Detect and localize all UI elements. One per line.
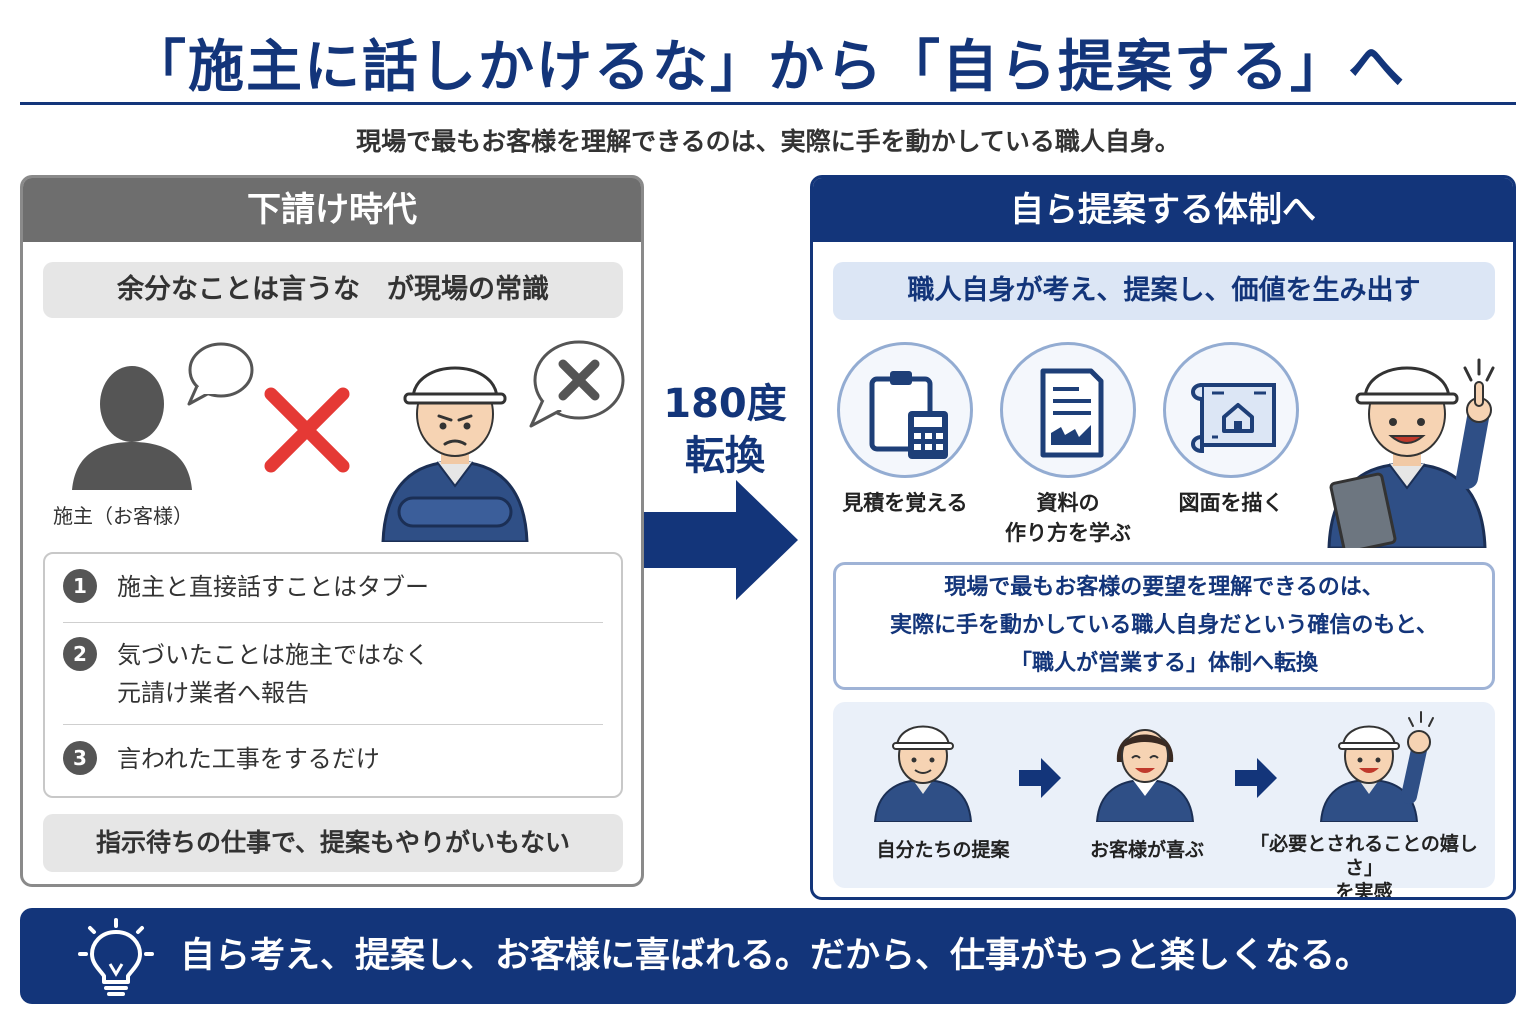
client-silhouette-icon <box>72 366 192 490</box>
flow-label-fulfillment: 「必要とされることの嬉しさ」 を実感 <box>1250 833 1478 900</box>
blueprint-icon <box>1191 383 1276 454</box>
flow-arrow-icon <box>1235 758 1277 798</box>
drawing-skill-circle <box>1163 342 1299 478</box>
waiting-for-orders-banner: 指示待ちの仕事で、提案もやりがいもない <box>43 814 623 872</box>
transition-line-1: 180度 <box>663 381 787 427</box>
number-badge: 1 <box>63 569 97 603</box>
title-underline <box>20 102 1516 105</box>
subcontractor-era-panel: 下請け時代 余分なことは言うな が現場の常識 施主（お客様） 1 <box>20 175 644 887</box>
tagline-banner: 職人自身が考え、提案し、価値を生み出す <box>833 262 1495 320</box>
estimate-skill-circle <box>837 342 973 478</box>
list-item: 2 気づいたことは施主ではなく 元請け業者へ報告 <box>63 636 603 712</box>
conclusion-text: 自ら考え、提案し、お客様に喜ばれる。だから、仕事がもっと楽しくなる。 <box>180 936 1371 976</box>
forbidden-x-icon <box>264 387 350 473</box>
client-caption: 施主（お客様） <box>53 504 193 528</box>
list-divider <box>63 724 603 725</box>
worker-pointing-icon <box>1327 358 1495 548</box>
happy-customer-icon <box>1095 729 1195 822</box>
list-item: 3 言われた工事をするだけ <box>63 740 603 778</box>
proposal-system-panel: 自ら提案する体制へ 職人自身が考え、提案し、価値を生み出す <box>810 175 1516 900</box>
refusal-bubble-icon <box>529 340 625 428</box>
taboo-list: 1 施主と直接話すことはタブー 2 気づいたことは施主ではなく 元請け業者へ報告… <box>43 552 623 798</box>
skill-label-drawing: 図面を描く <box>1178 491 1284 515</box>
transition-line-2: 転換 <box>685 433 765 479</box>
transition-label: 180度 転換 <box>650 378 800 482</box>
number-badge: 2 <box>63 637 97 671</box>
conclusion-banner: 自ら考え、提案し、お客様に喜ばれる。だから、仕事がもっと楽しくなる。 <box>20 908 1516 1004</box>
lightbulb-icon <box>78 918 154 996</box>
value-flow: 自分たちの提案 お客様が喜ぶ 「必要とされることの嬉しさ」 を実感 <box>833 702 1495 897</box>
list-item-text: 言われた工事をするだけ <box>117 745 380 773</box>
worker-proposing-icon <box>873 725 973 822</box>
right-arrow-icon <box>644 480 798 600</box>
list-item-text: 気づいたことは施主ではなく 元請け業者へ報告 <box>117 641 429 707</box>
page-title: 「施主に話しかけるな」から「自ら提案する」へ <box>130 35 1406 100</box>
page-subtitle: 現場で最もお客様を理解できるのは、実際に手を動かしている職人自身。 <box>356 127 1180 156</box>
common-sense-banner: 余分なことは言うな が現場の常識 <box>43 262 623 318</box>
list-item: 1 施主と直接話すことはタブー <box>63 568 603 606</box>
flow-label-proposal: 自分たちの提案 <box>876 839 1010 861</box>
clipboard-calculator-icon <box>869 371 948 459</box>
list-item-text: 施主と直接話すことはタブー <box>117 573 429 601</box>
worker-arms-crossed-icon <box>381 366 529 542</box>
skill-label-estimate: 見積を覚える <box>842 491 968 515</box>
statement-line-3: 「職人が営業する」体制へ転換 <box>1009 651 1318 676</box>
speech-bubble-icon <box>187 342 254 406</box>
document-icon <box>1040 368 1104 458</box>
document-skill-circle <box>1000 342 1136 478</box>
flow-label-customer-joy: お客様が喜ぶ <box>1089 839 1204 861</box>
statement-line-2: 実際に手を動かしている職人自身だという確信のもと、 <box>889 613 1439 638</box>
right-panel-header: 自ら提案する体制へ <box>813 178 1513 242</box>
list-divider <box>63 622 603 623</box>
statement-line-1: 現場で最もお客様の要望を理解できるのは、 <box>944 575 1384 600</box>
number-badge: 3 <box>63 741 97 775</box>
left-panel-header: 下請け時代 <box>23 178 641 242</box>
flow-arrow-icon <box>1019 758 1061 798</box>
conviction-statement: 現場で最もお客様の要望を理解できるのは、 実際に手を動かしている職人自身だという… <box>833 562 1495 690</box>
skill-label-documents: 資料の 作り方を学ぶ <box>1005 491 1131 545</box>
worker-fist-pump-icon <box>1319 711 1434 822</box>
